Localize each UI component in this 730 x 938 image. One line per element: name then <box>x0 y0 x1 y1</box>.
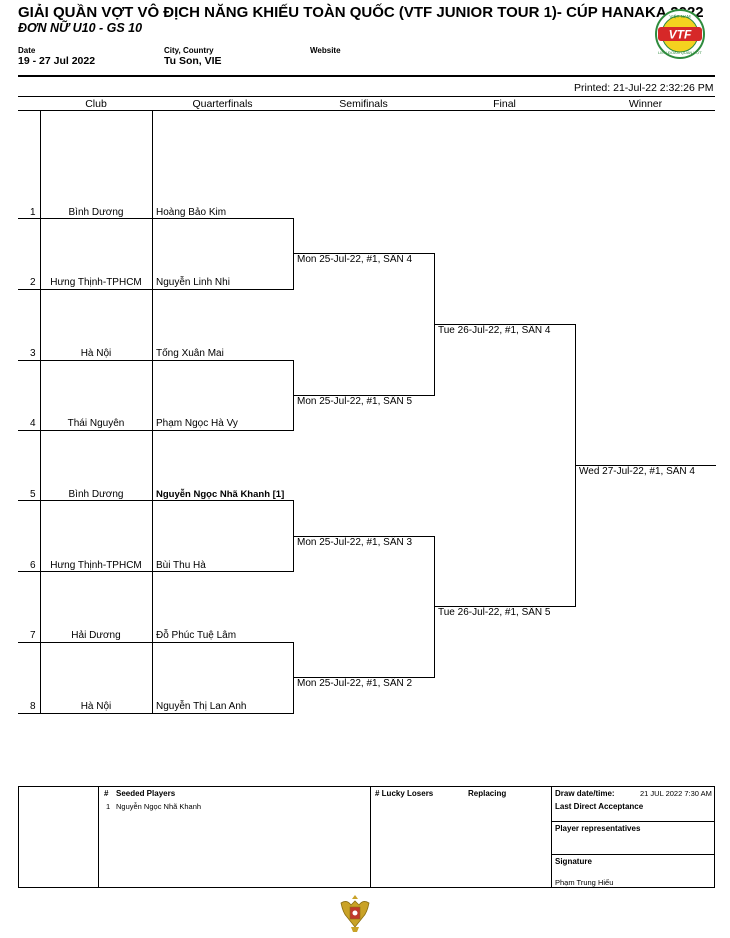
seeded-player-num: 1 <box>106 802 111 811</box>
entry-player: Nguyễn Linh Nhi <box>156 277 230 288</box>
column-header-quarterfinals: Quarterfinals <box>192 98 253 110</box>
entry-club: Hà Nội <box>80 701 112 712</box>
entry-club: Bình Dương <box>68 489 124 500</box>
player-representatives-label: Player representatives <box>555 824 641 833</box>
tournament-title: GIẢI QUẦN VỢT VÔ ĐỊCH NĂNG KHIẾU TOÀN QU… <box>18 4 704 21</box>
column-header-winner: Winner <box>628 98 663 110</box>
coat-of-arms-emblem <box>337 893 373 933</box>
match-info: Mon 25-Jul-22, #1, SÂN 5 <box>297 396 413 407</box>
entry-club: Thái Nguyên <box>67 418 125 429</box>
entry-club: Hà Nội <box>80 348 112 359</box>
city-value: Tu Son, VIE <box>164 55 222 67</box>
signature-label: Signature <box>555 857 592 866</box>
draw-date-label: Draw date/time: <box>555 789 615 798</box>
entry-number: 8 <box>30 701 36 712</box>
entry-club: Hưng Thịnh-TPHCM <box>50 560 142 571</box>
date-label: Date <box>18 46 36 55</box>
website-label: Website <box>310 46 341 55</box>
column-header-final: Final <box>493 98 516 110</box>
entry-player: Bùi Thu Hà <box>156 560 206 571</box>
column-header-club: Club <box>85 98 107 110</box>
vtf-logo: VTF VIỆT NAM LIÊN ĐOÀN QUẦN VỢT <box>645 8 715 60</box>
seeded-hash: # <box>104 789 109 798</box>
entry-player: Tống Xuân Mai <box>156 348 224 359</box>
entry-club: Hải Dương <box>71 630 121 641</box>
entry-number: 5 <box>30 489 36 500</box>
entry-number: 6 <box>30 560 36 571</box>
entry-number: 1 <box>30 207 36 218</box>
entry-number: 7 <box>30 630 36 641</box>
match-info: Mon 25-Jul-22, #1, SÂN 4 <box>297 254 413 265</box>
entry-number: 2 <box>30 277 36 288</box>
seeded-player-name: Nguyễn Ngọc Nhã Khanh <box>116 802 202 811</box>
replacing-label: Replacing <box>468 789 507 798</box>
entry-player: Nguyễn Thị Lan Anh <box>156 701 247 712</box>
entry-player: Đỗ Phúc Tuệ Lâm <box>156 630 237 641</box>
logo-ring-top: VIỆT NAM <box>669 12 690 19</box>
match-info: Mon 25-Jul-22, #1, SÂN 2 <box>297 678 413 689</box>
match-info: Tue 26-Jul-22, #1, SÂN 5 <box>438 607 551 618</box>
entry-player: Hoàng Bảo Kim <box>156 207 227 218</box>
lucky-losers-label: # Lucky Losers <box>375 789 434 798</box>
entry-club: Hưng Thịnh-TPHCM <box>50 277 142 288</box>
printed-timestamp: Printed: 21-Jul-22 2:32:26 PM <box>574 82 714 94</box>
draw-date-value: 21 JUL 2022 7:30 AM <box>640 789 712 798</box>
match-info: Tue 26-Jul-22, #1, SÂN 4 <box>438 325 551 336</box>
match-info: Mon 25-Jul-22, #1, SÂN 3 <box>297 537 413 548</box>
event-name: ĐƠN NỮ U10 - GS 10 <box>18 21 143 35</box>
logo-ring-bottom: LIÊN ĐOÀN QUẦN VỢT <box>658 50 702 55</box>
entry-club: Bình Dương <box>68 207 124 218</box>
entry-number: 3 <box>30 348 36 359</box>
seeded-players-label: Seeded Players <box>116 789 176 798</box>
signature-value: Phạm Trung Hiếu <box>555 878 614 887</box>
last-direct-acceptance-label: Last Direct Acceptance <box>555 802 644 811</box>
city-label: City, Country <box>164 46 214 55</box>
logo-text: VTF <box>669 28 692 42</box>
entry-player: Phạm Ngọc Hà Vy <box>156 418 238 429</box>
date-value: 19 - 27 Jul 2022 <box>18 55 96 67</box>
entry-number: 4 <box>30 418 36 429</box>
entry-player-seeded: Nguyễn Ngọc Nhã Khanh [1] <box>156 489 285 500</box>
winner-match-info: Wed 27-Jul-22, #1, SÂN 4 <box>579 466 695 477</box>
column-header-semifinals: Semifinals <box>339 98 388 110</box>
